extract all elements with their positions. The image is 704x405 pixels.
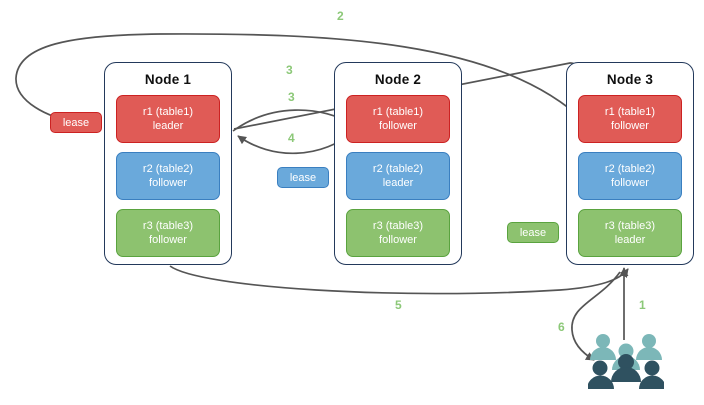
- edge-label-3a: 3: [286, 63, 293, 77]
- replica-n1-r3[interactable]: r3 (table3) follower: [116, 209, 220, 257]
- replica-role: follower: [379, 120, 417, 132]
- replica-role: follower: [379, 234, 417, 246]
- edge-label-4: 4: [288, 131, 295, 145]
- replica-n3-r3[interactable]: r3 (table3) leader: [578, 209, 682, 257]
- replica-n2-r1[interactable]: r1 (table1) follower: [346, 95, 450, 143]
- replica-name: r3 (table3): [372, 220, 424, 232]
- lease-badge-r2[interactable]: lease: [277, 167, 329, 188]
- lease-badge-r3[interactable]: lease: [507, 222, 559, 243]
- edge-label-2: 2: [337, 9, 344, 23]
- replica-role: follower: [149, 234, 187, 246]
- replica-n2-r2[interactable]: r2 (table2) leader: [346, 152, 450, 200]
- edge-label-6: 6: [558, 320, 565, 334]
- replica-role: leader: [152, 120, 184, 132]
- replica-role: leader: [382, 177, 414, 189]
- edge-path-2: [15, 33, 586, 125]
- people-back-row: [590, 334, 662, 370]
- replica-n3-r1[interactable]: r1 (table1) follower: [578, 95, 682, 143]
- replica-role: follower: [149, 177, 187, 189]
- replica-name: r3 (table3): [142, 220, 194, 232]
- edge-path-5: [169, 265, 629, 295]
- replica-name: r1 (table1): [142, 106, 194, 118]
- edge-label-1: 1: [639, 298, 646, 312]
- replica-name: r3 (table3): [604, 220, 656, 232]
- people-front-row: [588, 354, 664, 389]
- node-title-2: Node 2: [374, 72, 422, 87]
- replica-role: leader: [614, 234, 646, 246]
- node-container-2[interactable]: Node 2 r1 (table1) follower r2 (table2) …: [334, 62, 462, 265]
- replica-name: r2 (table2): [372, 163, 424, 175]
- replica-role: follower: [611, 120, 649, 132]
- node-title-1: Node 1: [144, 72, 192, 87]
- replica-name: r1 (table1): [372, 106, 424, 118]
- replica-name: r2 (table2): [142, 163, 194, 175]
- node-container-3[interactable]: Node 3 r1 (table1) follower r2 (table2) …: [566, 62, 694, 265]
- people-group-icon: [588, 334, 664, 389]
- replica-n1-r1[interactable]: r1 (table1) leader: [116, 95, 220, 143]
- replica-role: follower: [611, 177, 649, 189]
- replica-name: r1 (table1): [604, 106, 656, 118]
- replica-n2-r3[interactable]: r3 (table3) follower: [346, 209, 450, 257]
- lease-badge-r1[interactable]: lease: [50, 112, 102, 133]
- replica-n3-r2[interactable]: r2 (table2) follower: [578, 152, 682, 200]
- node-title-3: Node 3: [606, 72, 654, 87]
- edge-label-5: 5: [395, 298, 402, 312]
- replica-n1-r2[interactable]: r2 (table2) follower: [116, 152, 220, 200]
- node-container-1[interactable]: Node 1 r1 (table1) leader r2 (table2) fo…: [104, 62, 232, 265]
- replica-name: r2 (table2): [604, 163, 656, 175]
- edge-label-3b: 3: [288, 90, 295, 104]
